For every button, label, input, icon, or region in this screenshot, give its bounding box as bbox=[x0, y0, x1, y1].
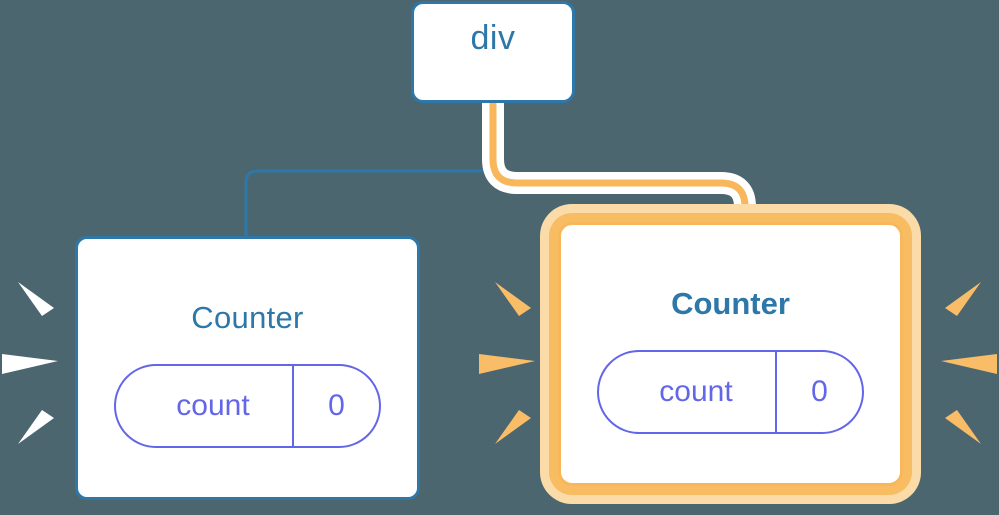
state-value-right: 0 bbox=[775, 352, 862, 432]
state-value-left: 0 bbox=[292, 366, 379, 446]
state-pill-left[interactable]: count 0 bbox=[114, 364, 381, 448]
state-key-left: count bbox=[176, 389, 250, 422]
sparkle-icon bbox=[495, 282, 531, 316]
sparkle-icon bbox=[18, 282, 54, 316]
sparkle-right-of-right-counter bbox=[941, 282, 997, 444]
node-counter-right-title: Counter bbox=[671, 286, 790, 321]
node-div[interactable]: div bbox=[411, 1, 575, 103]
node-counter-left[interactable]: Counter count 0 bbox=[75, 236, 420, 500]
node-counter-left-title: Counter bbox=[191, 300, 304, 335]
edge-div-to-right-counter bbox=[489, 101, 749, 232]
sparkle-icon bbox=[941, 354, 997, 374]
sparkle-right-of-left-counter bbox=[479, 282, 535, 444]
node-div-label: div bbox=[470, 18, 516, 57]
sparkle-icon bbox=[479, 354, 535, 374]
edge-div-to-left-counter bbox=[244, 101, 495, 238]
node-counter-right[interactable]: Counter count 0 bbox=[558, 222, 903, 486]
sparkle-icon bbox=[945, 282, 981, 316]
state-pill-right[interactable]: count 0 bbox=[597, 350, 864, 434]
sparkle-icon bbox=[18, 410, 54, 444]
state-key-right: count bbox=[659, 375, 733, 408]
sparkle-icon bbox=[495, 410, 531, 444]
sparkle-left-of-left-counter bbox=[2, 282, 58, 444]
edge-div-to-right-counter-halo bbox=[482, 101, 756, 232]
sparkle-icon bbox=[945, 410, 981, 444]
sparkle-icon bbox=[2, 354, 58, 374]
